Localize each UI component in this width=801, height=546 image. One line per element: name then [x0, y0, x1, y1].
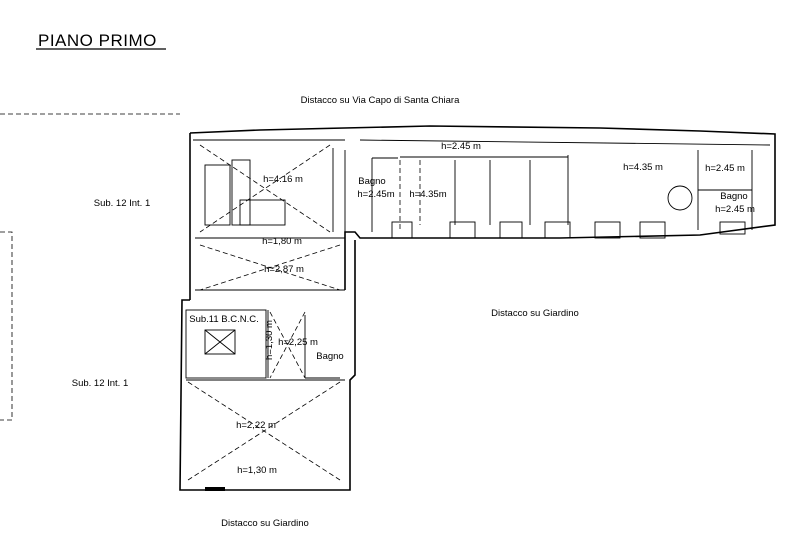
room2-height: h=4.35m	[409, 189, 446, 200]
bottom-room-height: h=2,22 m	[236, 420, 276, 431]
boundary-line-left	[0, 231, 13, 421]
sub12-label-upper: Sub. 12 Int. 1	[94, 198, 151, 209]
mid-room-height: h=2,25 m	[278, 337, 318, 348]
mid-room-height-secondary: h=1,30 m	[264, 320, 275, 360]
street-label: Distacco su Via Capo di Santa Chiara	[301, 95, 460, 106]
sub11-label: Sub.11 B.C.N.C.	[189, 314, 259, 325]
small-room-height: h=2.45 m	[705, 163, 745, 174]
plan-title: PIANO PRIMO	[38, 31, 157, 50]
bagno1-height: h=2.45m	[357, 189, 394, 200]
corridor-height: h=1,80 m	[262, 236, 302, 247]
bagno2-label: Bagno	[720, 191, 747, 202]
garden-label-bottom: Distacco su Giardino	[221, 518, 309, 529]
hall-height: h=2,87 m	[264, 264, 304, 275]
big-room-height: h=4.35 m	[623, 162, 663, 173]
bagno3-label: Bagno	[316, 351, 343, 362]
bottom-room-height-secondary: h=1,30 m	[237, 465, 277, 476]
sub12-label-lower: Sub. 12 Int. 1	[72, 378, 129, 389]
bagno1-label: Bagno	[358, 176, 385, 187]
gallery-height: h=2.45 m	[441, 141, 481, 152]
garden-label-center: Distacco su Giardino	[491, 308, 579, 319]
vertical-wing	[179, 237, 356, 491]
bagno2-height: h=2.45 m	[715, 204, 755, 215]
spiral-stair	[667, 185, 693, 211]
stair-room-height: h=4.16 m	[263, 174, 303, 185]
upper-wing	[189, 125, 776, 300]
